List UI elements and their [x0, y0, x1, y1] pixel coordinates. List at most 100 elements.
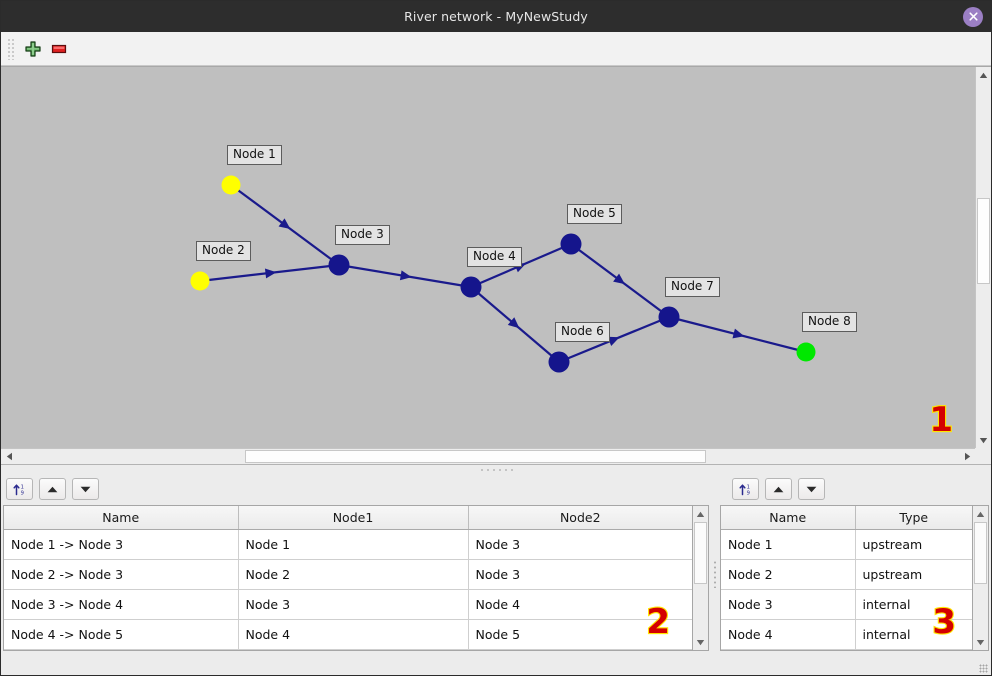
main-toolbar: [1, 32, 991, 66]
table-cell[interactable]: Node 1 -> Node 3: [4, 529, 239, 560]
table-row-empty[interactable]: [4, 649, 692, 650]
horizontal-splitter[interactable]: [1, 464, 991, 473]
scroll-right-icon[interactable]: [959, 449, 975, 464]
graph-node[interactable]: [658, 306, 680, 328]
table-cell[interactable]: Node 3: [468, 529, 692, 560]
scroll-left-icon[interactable]: [1, 449, 17, 464]
table-cell[interactable]: internal: [855, 589, 972, 620]
graph-node[interactable]: [328, 254, 350, 276]
graph-vertical-scrollbar[interactable]: [975, 67, 991, 448]
graph-edge-arrow: [399, 270, 412, 281]
scroll-down-icon[interactable]: [693, 634, 708, 650]
table-cell[interactable]: Node 2: [721, 559, 856, 590]
graph-node[interactable]: [460, 276, 482, 298]
add-plus-icon[interactable]: [20, 36, 46, 62]
table-cell[interactable]: Node 4: [238, 619, 469, 650]
sort-ascending-icon[interactable]: 1 9: [6, 478, 33, 500]
table-cell[interactable]: upstream: [855, 559, 972, 590]
nodes-vscroll-thumb[interactable]: [974, 522, 987, 584]
table-cell[interactable]: Node 3: [468, 559, 692, 590]
vertical-splitter[interactable]: [711, 473, 718, 675]
column-header[interactable]: Name: [721, 506, 856, 530]
graph-node[interactable]: [190, 271, 210, 291]
toolbar-drag-handle[interactable]: [7, 37, 15, 60]
column-header[interactable]: Type: [855, 506, 972, 530]
table-cell[interactable]: Node 4: [468, 589, 692, 620]
table-cell[interactable]: Node 4: [721, 619, 856, 650]
graph-node[interactable]: [221, 175, 241, 195]
scroll-down-icon[interactable]: [976, 432, 991, 448]
scroll-up-icon[interactable]: [973, 506, 988, 522]
sort-ascending-icon[interactable]: 1 9: [732, 478, 759, 500]
table-row-empty[interactable]: [721, 649, 972, 650]
reaches-vscroll-track[interactable]: [693, 522, 708, 634]
delete-rectangle-icon[interactable]: [46, 36, 72, 62]
nodes-vertical-scrollbar[interactable]: [973, 505, 989, 651]
scroll-down-icon[interactable]: [973, 634, 988, 650]
reaches-vertical-scrollbar[interactable]: [693, 505, 709, 651]
arrow-up-icon[interactable]: [39, 478, 66, 500]
scroll-up-icon[interactable]: [693, 506, 708, 522]
table-cell[interactable]: [721, 649, 856, 650]
table-cell[interactable]: Node 1: [238, 529, 469, 560]
table-cell[interactable]: Node 3 -> Node 4: [4, 589, 239, 620]
close-icon[interactable]: [963, 6, 983, 27]
table-cell[interactable]: [855, 649, 972, 650]
graph-node-label[interactable]: Node 4: [467, 247, 522, 267]
graph-hscroll-track[interactable]: [17, 449, 959, 464]
table-cell[interactable]: Node 3: [238, 589, 469, 620]
graph-node-label[interactable]: Node 2: [196, 241, 251, 261]
graph-node-label[interactable]: Node 3: [335, 225, 390, 245]
graph-node-label[interactable]: Node 8: [802, 312, 857, 332]
table-cell[interactable]: internal: [855, 619, 972, 650]
graph-node[interactable]: [560, 233, 582, 255]
graph-horizontal-scrollbar[interactable]: [1, 448, 975, 464]
table-cell[interactable]: [238, 649, 469, 650]
graph-node[interactable]: [796, 342, 816, 362]
table-cell[interactable]: Node 5: [468, 619, 692, 650]
table-cell[interactable]: [468, 649, 692, 650]
graph-node-label[interactable]: Node 5: [567, 204, 622, 224]
table-cell[interactable]: Node 1: [721, 529, 856, 560]
graph-node[interactable]: [548, 351, 570, 373]
column-header[interactable]: Name: [4, 506, 239, 530]
graph-edge-arrow: [507, 317, 520, 329]
table-cell[interactable]: Node 2 -> Node 3: [4, 559, 239, 590]
scroll-up-icon[interactable]: [976, 67, 991, 83]
graph-hscroll-thumb[interactable]: [245, 450, 706, 463]
table-cell[interactable]: upstream: [855, 529, 972, 560]
table-cell[interactable]: Node 3: [721, 589, 856, 620]
column-header[interactable]: Node2: [468, 506, 692, 530]
reaches-vscroll-thumb[interactable]: [694, 522, 707, 584]
graph-node-label[interactable]: Node 1: [227, 145, 282, 165]
arrow-up-icon[interactable]: [765, 478, 792, 500]
column-header[interactable]: Node1: [238, 506, 469, 530]
network-canvas[interactable]: Node 1 Node 2 Node 3 Node 4 Node 5 Node 6 Node…: [1, 67, 975, 448]
graph-vscroll-track[interactable]: [976, 83, 991, 432]
arrow-down-icon[interactable]: [798, 478, 825, 500]
arrow-down-icon[interactable]: [72, 478, 99, 500]
graph-node-label[interactable]: Node 6: [555, 322, 610, 342]
nodes-vscroll-track[interactable]: [973, 522, 988, 634]
table-cell[interactable]: Node 2: [238, 559, 469, 590]
window-resize-grip[interactable]: [979, 664, 988, 673]
table-cell[interactable]: Node 4 -> Node 5: [4, 619, 239, 650]
graph-vscroll-thumb[interactable]: [977, 198, 990, 284]
graph-node-label[interactable]: Node 7: [665, 277, 720, 297]
table-cell[interactable]: [4, 649, 239, 650]
